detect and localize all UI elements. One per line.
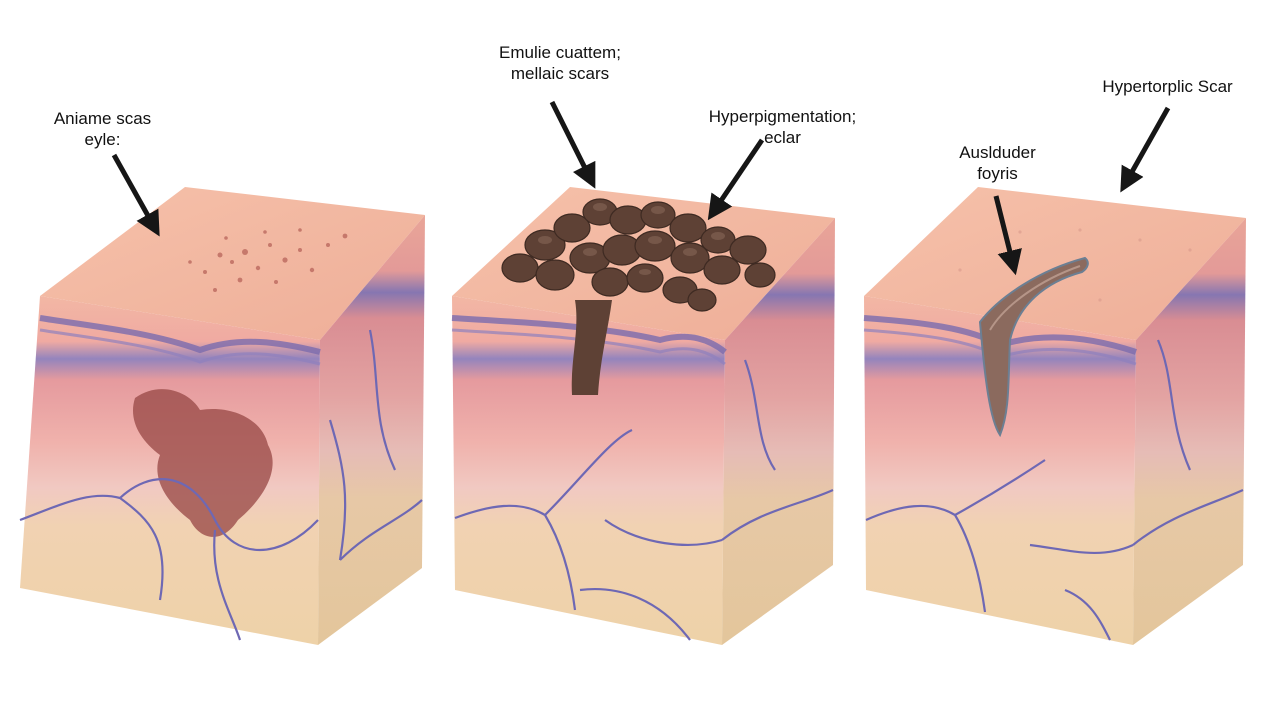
skin-block-atrophic (19, 187, 425, 645)
surface-pigment-dots (188, 228, 348, 292)
block-side-face (722, 218, 835, 645)
arrow-hypertrophic (1120, 106, 1171, 193)
pigment-patch (132, 389, 273, 537)
arrow-atrophic (111, 153, 160, 237)
arrow-icon (111, 100, 1171, 276)
label-hypertrophic: Hypertorplic Scar (1102, 77, 1233, 96)
block-top-face (864, 187, 1246, 340)
label-hyperpigmentation: Hyperpigmentation; eclar (708, 107, 857, 147)
block-side-face (318, 215, 425, 645)
arrow-furrow (993, 195, 1022, 276)
label-furrow: Auslduder foyris (959, 143, 1036, 183)
skin-block-hypertrophic (863, 187, 1246, 645)
block-front-face (452, 296, 725, 645)
block-front-face (864, 296, 1136, 645)
skin-block-keloid (451, 187, 835, 645)
scar-furrow (978, 256, 1089, 438)
arrow-keloid (549, 100, 596, 189)
keloid-stalk (571, 300, 612, 395)
label-atrophic: Aniame scas eyle: (53, 109, 152, 149)
block-side-face (1133, 218, 1246, 645)
vessel-icon (19, 329, 423, 641)
vessel-icon (454, 359, 834, 641)
keloid-mass (501, 198, 776, 312)
vessel-icon (865, 339, 1244, 641)
epidermis-band (39, 315, 321, 355)
epidermis-band (451, 315, 727, 355)
label-keloid: Emulie cuattem; mellaic scars (499, 43, 621, 83)
arrow-hyperpigmentation (707, 138, 765, 221)
